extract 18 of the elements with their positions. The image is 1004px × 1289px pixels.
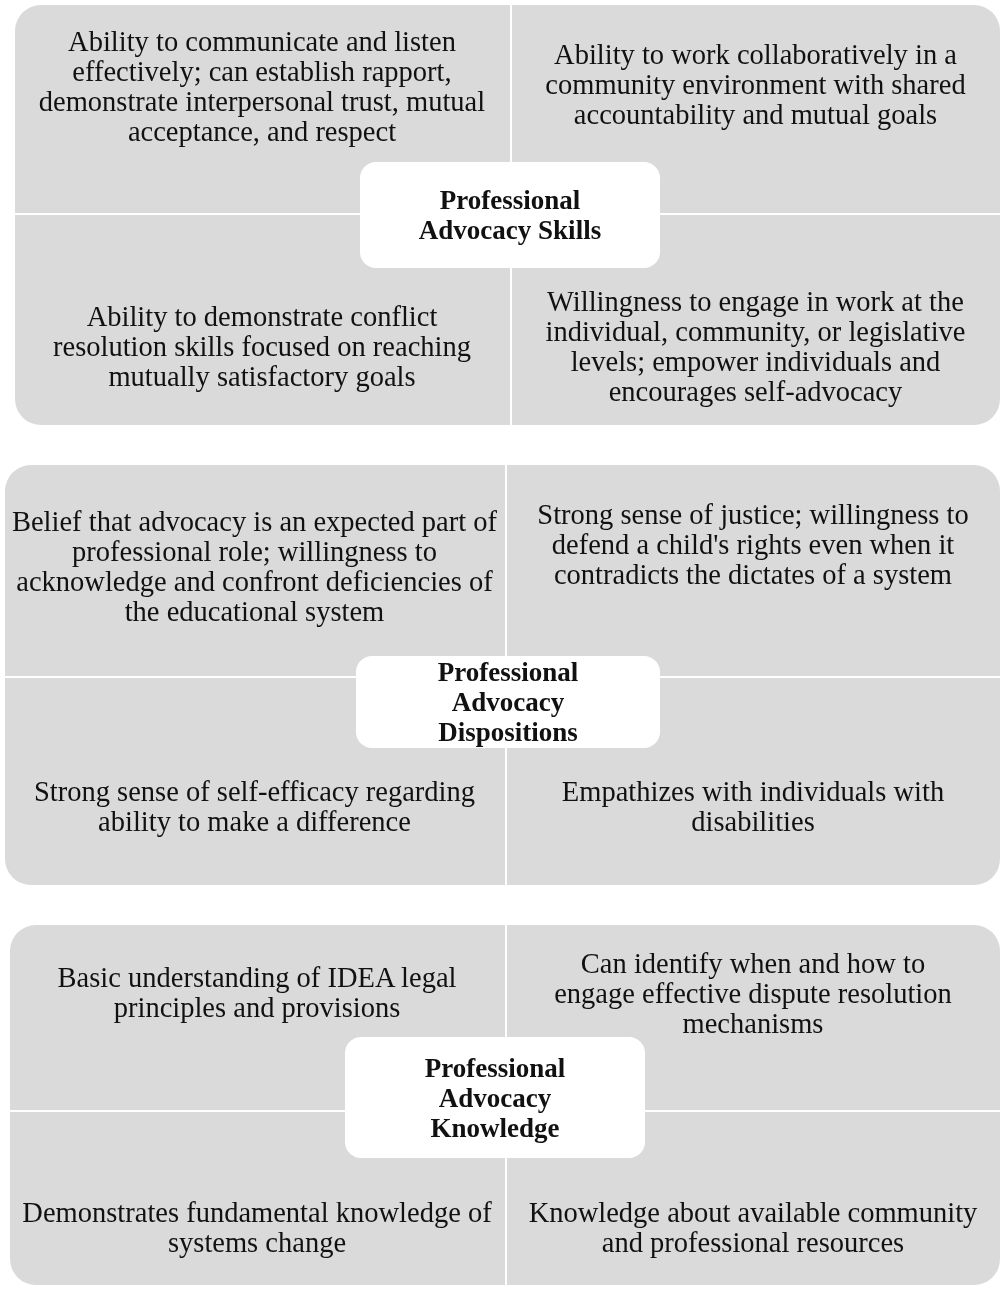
category-title: Professional Advocacy Dispositions: [436, 657, 580, 747]
description-text: Can identify when and how to engage effective dispute resolution mechanisms: [553, 949, 953, 1039]
description-text: Ability to demonstrate conflict resolution skills focused on reaching mutually satisfactory goals: [52, 302, 472, 392]
description-text: Ability to communicate and listen effectively; can establish rapport, demonstrate interpersonal trust, mutual acceptance, and respect: [37, 27, 487, 147]
description-text: Belief that advocacy is an expected part of professional role; willingness to acknowledge and confront deficiencies of the educational system: [10, 507, 499, 627]
description-text: Empathizes with individuals with disabilities: [560, 777, 946, 837]
description-text: Ability to work collaboratively in a community environment with shared accountability and mutual goals: [544, 40, 967, 130]
description-text: Willingness to engage in work at the individual, community, or legislative levels; empower individuals and encourages self-advocacy: [544, 287, 967, 407]
description-text: Strong sense of self-efficacy regarding ability to make a difference: [32, 777, 477, 837]
category-title: Professional Advocacy Knowledge: [423, 1052, 567, 1143]
description-text: Basic understanding of IDEA legal principles and provisions: [56, 963, 458, 1023]
category-box: [360, 162, 660, 268]
description-text: Knowledge about available community and professional resources: [527, 1198, 979, 1258]
description-text: Strong sense of justice; willingness to defend a child's rights even when it contradicts the dictates of a system: [536, 500, 970, 590]
category-box: [356, 656, 660, 748]
category-box: [345, 1037, 645, 1158]
description-text: Demonstrates fundamental knowledge of systems change: [22, 1198, 492, 1258]
category-title: Professional Advocacy Skills: [417, 185, 603, 245]
